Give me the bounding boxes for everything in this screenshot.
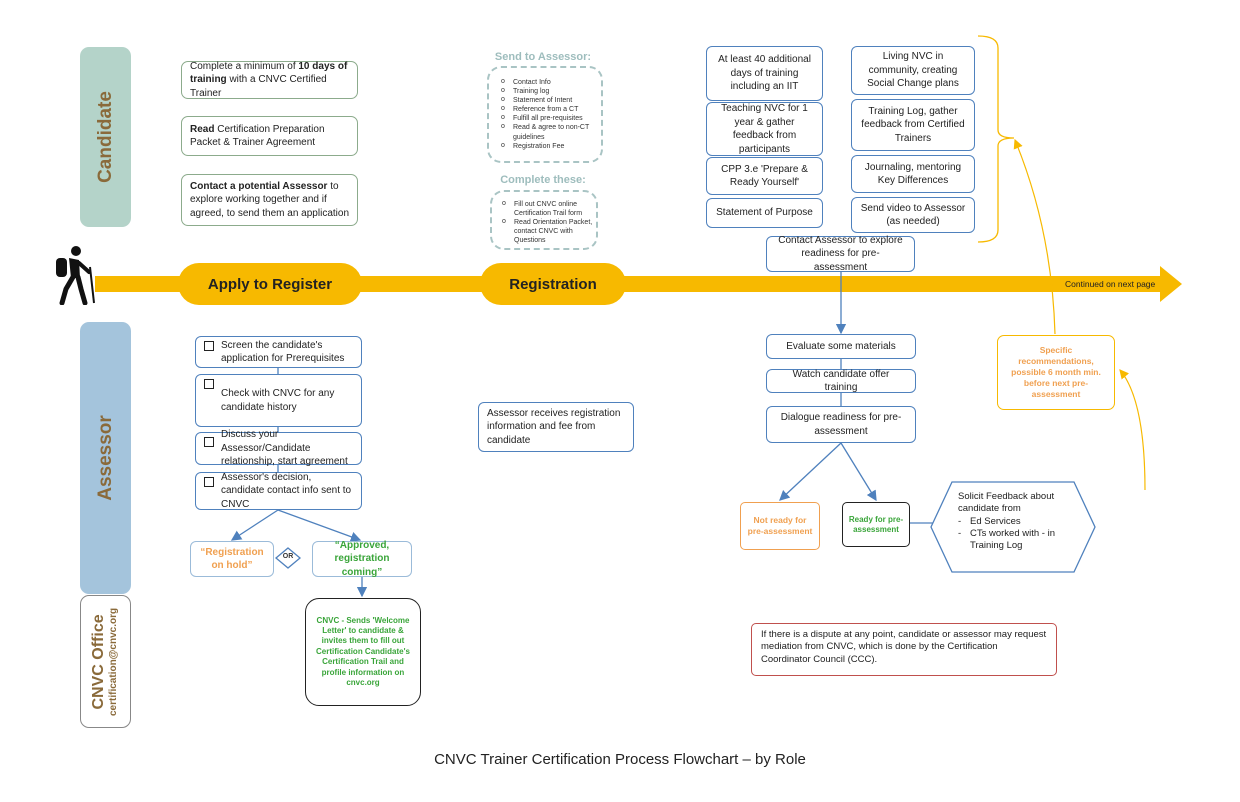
- assessor-step-decision: Assessor's decision, candidate contact i…: [195, 472, 362, 510]
- list-item: Read Orientation Packet, contact CNVC wi…: [502, 217, 596, 245]
- complete-these-list: Fill out CNVC online Certification Trail…: [502, 199, 596, 245]
- assessor-receives-box: Assessor receives registration informati…: [478, 402, 634, 452]
- lane-candidate-label: Candidate: [94, 91, 116, 183]
- timeline-arrow-head: [1160, 266, 1182, 302]
- dispute-box: If there is a dispute at any point, cand…: [751, 623, 1057, 676]
- registration-hold-box: “Registration on hold”: [190, 541, 274, 577]
- list-item: -CTs worked with - in Training Log: [958, 528, 1055, 552]
- solicit-hexagon: [930, 481, 1096, 573]
- checkbox-icon: [204, 379, 214, 389]
- requirement-teaching: Teaching NVC for 1 year & gather feedbac…: [706, 102, 823, 156]
- requirements-bracket: [977, 35, 1015, 243]
- list-item: Statement of Intent: [501, 95, 601, 105]
- approved-box: “Approved, registration coming”: [312, 540, 412, 578]
- complete-these-title: Complete these:: [500, 174, 586, 186]
- candidate-step-read: Read Certification Preparation Packet & …: [181, 116, 358, 156]
- send-to-assessor-box: Contact Info Training log Statement of I…: [487, 66, 603, 163]
- send-to-assessor-list: Contact Info Training log Statement of I…: [501, 77, 601, 151]
- requirement-journaling: Journaling, mentoring Key Differences: [851, 155, 975, 193]
- list-item: Read & agree to non-CT guidelines: [501, 122, 601, 141]
- hiker-icon: [56, 246, 95, 305]
- candidate-step-contact: Contact a potential Assessor to explore …: [181, 174, 358, 226]
- dialogue-box: Dialogue readiness for pre-assessment: [766, 406, 916, 443]
- list-item: Training log: [501, 86, 601, 96]
- requirement-40-days: At least 40 additional days of training …: [706, 46, 823, 101]
- requirement-statement: Statement of Purpose: [706, 198, 823, 228]
- checkbox-icon: [204, 437, 214, 447]
- diagram-caption: CNVC Trainer Certification Process Flowc…: [434, 751, 806, 768]
- stage-apply-to-register: Apply to Register: [178, 263, 362, 305]
- continued-label: Continued on next page: [1065, 279, 1156, 289]
- assessor-step-discuss: Discuss your Assessor/Candidate relation…: [195, 429, 362, 467]
- checkbox-icon: [204, 477, 214, 487]
- lane-cnvc-office: CNVC Office certification@cnvc.org: [80, 595, 131, 728]
- evaluate-box: Evaluate some materials: [766, 334, 916, 359]
- lane-cnvc-label: CNVC Office: [90, 613, 108, 710]
- cnvc-welcome-box: CNVC - Sends 'Welcome Letter' to candida…: [305, 598, 421, 706]
- ready-box: Ready for pre-assessment: [842, 502, 910, 547]
- solicit-content: Solicit Feedback about candidate from -E…: [958, 491, 1076, 553]
- not-ready-box: Not ready for pre-assessment: [740, 502, 820, 550]
- list-item: Fulfill all pre-requisites: [501, 113, 601, 123]
- contact-assessor-box: Contact Assessor to explore readiness fo…: [766, 235, 915, 273]
- list-item: Fill out CNVC online Certification Trail…: [502, 199, 596, 218]
- watch-box: Watch candidate offer training: [766, 369, 916, 393]
- list-item: Reference from a CT: [501, 104, 601, 114]
- complete-these-box: Fill out CNVC online Certification Trail…: [490, 190, 598, 250]
- list-item: Contact Info: [501, 77, 601, 87]
- requirement-cpp: CPP 3.e 'Prepare & Ready Yourself': [706, 157, 823, 195]
- stage-registration: Registration: [480, 263, 626, 305]
- or-label: OR: [282, 553, 294, 560]
- requirement-training-log: Training Log, gather feedback from Certi…: [851, 99, 975, 151]
- lane-assessor: Assessor: [80, 322, 131, 594]
- requirement-send-video: Send video to Assessor (as needed): [851, 197, 975, 233]
- requirement-living-nvc: Living NVC in community, creating Social…: [851, 46, 975, 95]
- list-item: Registration Fee: [501, 141, 601, 151]
- lane-candidate: Candidate: [80, 47, 131, 227]
- assessor-step-check: Check with CNVC for any candidate histor…: [195, 374, 362, 427]
- list-item: -Ed Services: [958, 515, 1021, 527]
- solicit-title: Solicit Feedback about candidate from: [958, 491, 1055, 515]
- lane-assessor-label: Assessor: [94, 415, 116, 501]
- checkbox-icon: [204, 341, 214, 351]
- assessor-step-screen: Screen the candidate's application for P…: [195, 336, 362, 368]
- send-to-assessor-title: Send to Assessor:: [494, 51, 592, 63]
- lane-cnvc-email: certification@cnvc.org: [108, 607, 120, 716]
- specific-recommendations-box: Specific recommendations, possible 6 mon…: [997, 335, 1115, 410]
- or-diamond: [274, 547, 302, 569]
- candidate-step-training: Complete a minimum of 10 days of trainin…: [181, 61, 358, 99]
